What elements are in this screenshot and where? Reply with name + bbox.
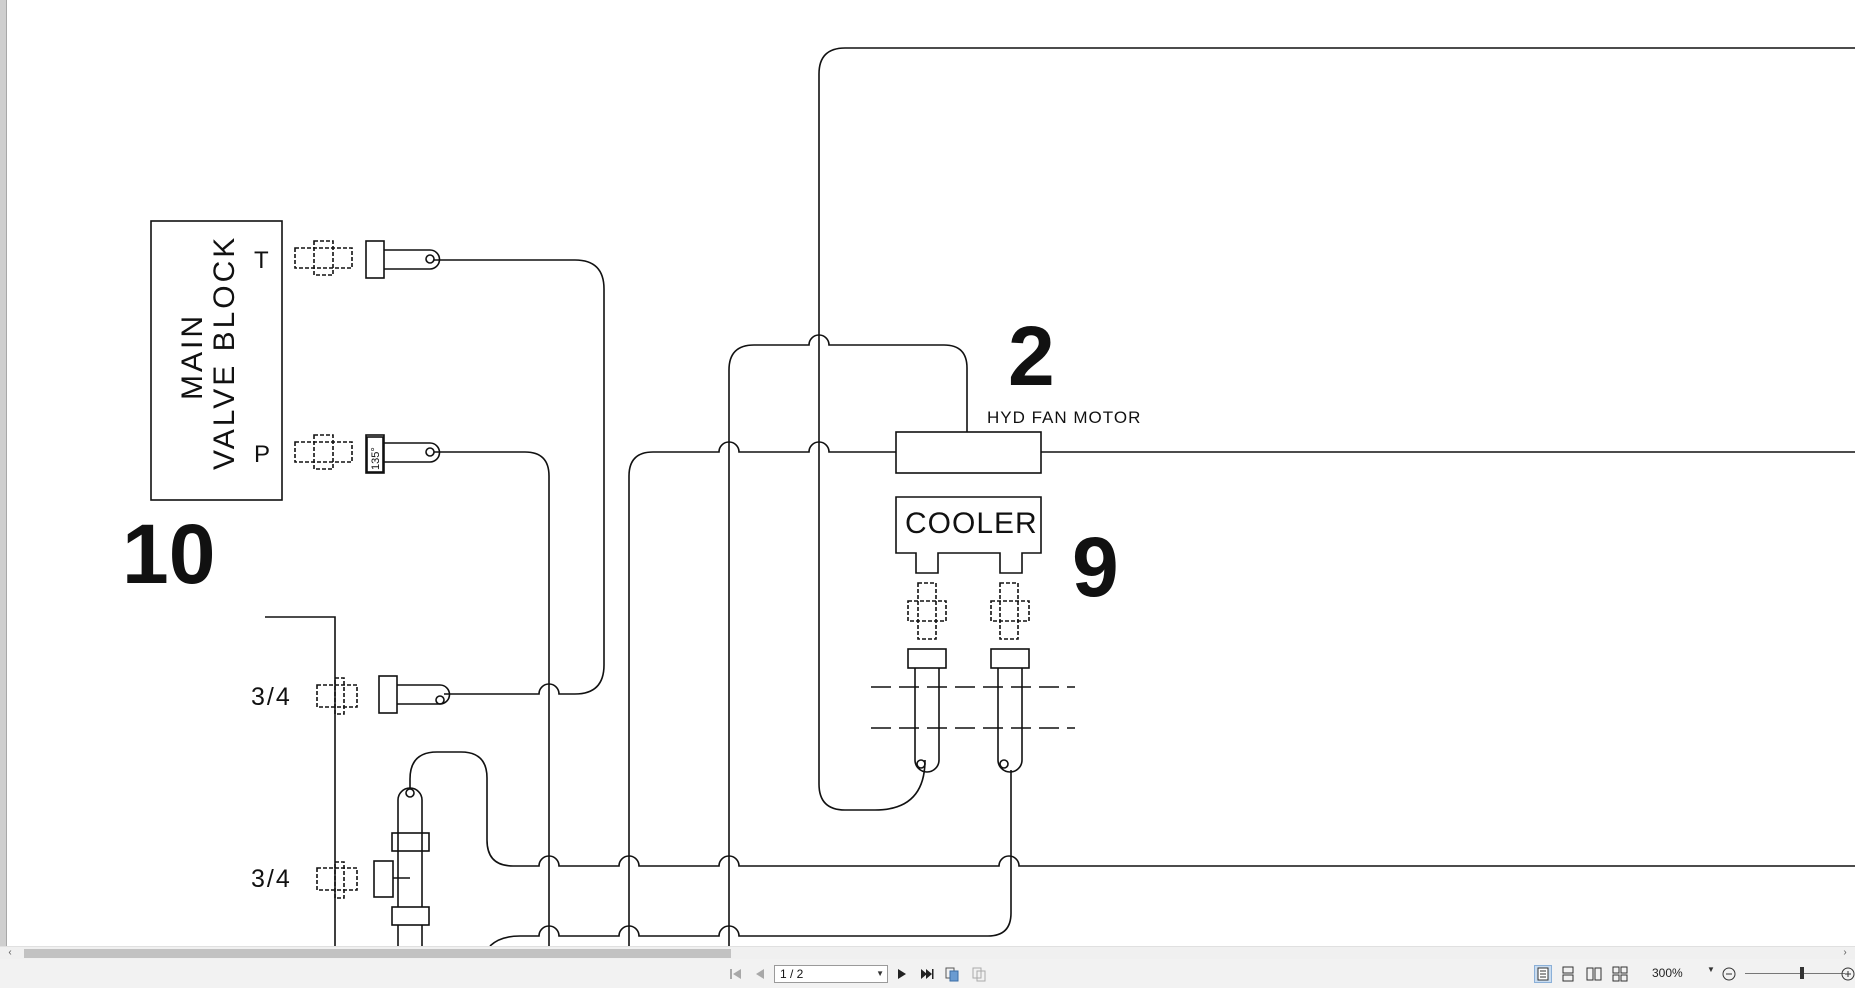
zoom-level[interactable]: 300% [1652,966,1683,980]
main-valve-block-box [150,220,283,501]
cooler-body [895,496,1042,574]
cooler-label: COOLER [905,507,1038,540]
document-viewport[interactable]: MAIN VALVE BLOCK T P 135° 10 2 HYD FAN M… [0,0,1855,946]
size-upper-label: 3/4 [251,683,292,711]
left-panel-edge [0,0,7,946]
page-indicator: 1 / 2 [780,967,804,981]
callout-valve-block: 10 [122,507,215,601]
main-valve-block-label-2: VALVE BLOCK [208,235,241,470]
book-view-icon[interactable] [1611,965,1629,983]
fitting-angle-label: 135° [370,447,382,470]
upper-3-4-fitting [316,677,358,715]
scroll-right-icon[interactable]: › [1843,947,1847,958]
first-page-icon[interactable] [727,965,745,983]
prev-page-icon[interactable] [751,965,769,983]
single-page-view-icon[interactable] [1534,965,1552,983]
p-port-fitting [294,434,353,470]
zoom-out-icon[interactable] [1720,965,1738,983]
port-t-label: T [254,247,269,274]
t-port-fitting [294,240,353,276]
page-number-select[interactable]: 1 / 2 ▼ [774,965,888,983]
horizontal-scrollbar[interactable]: ‹ › [0,946,1855,959]
zoom-slider[interactable] [1745,973,1845,974]
port-p-label: P [254,441,270,468]
scrollbar-thumb[interactable] [24,949,731,958]
callout-fan-motor: 2 [1008,309,1055,403]
zoom-slider-thumb[interactable] [1800,967,1804,979]
status-toolbar: 1 / 2 ▼ 300% ▼ [0,959,1855,988]
hyd-fan-motor-box [895,431,1042,474]
main-valve-block-label-1: MAIN [176,313,209,400]
go-forward-icon[interactable] [970,965,988,983]
two-page-view-icon[interactable] [1585,965,1603,983]
zoom-in-icon[interactable] [1839,965,1855,983]
continuous-view-icon[interactable] [1559,965,1577,983]
zoom-dropdown-icon[interactable]: ▼ [1707,965,1715,974]
next-page-icon[interactable] [893,965,911,983]
size-lower-label: 3/4 [251,865,292,893]
last-page-icon[interactable] [918,965,936,983]
go-back-icon[interactable] [943,965,961,983]
chevron-down-icon: ▼ [876,969,884,978]
callout-cooler: 9 [1072,520,1119,614]
scroll-left-icon[interactable]: ‹ [8,947,12,958]
fan-motor-label: HYD FAN MOTOR [987,408,1141,427]
lower-3-4-fitting [316,861,358,899]
hydraulic-schematic: MAIN VALVE BLOCK T P 135° 10 2 HYD FAN M… [122,47,1855,946]
